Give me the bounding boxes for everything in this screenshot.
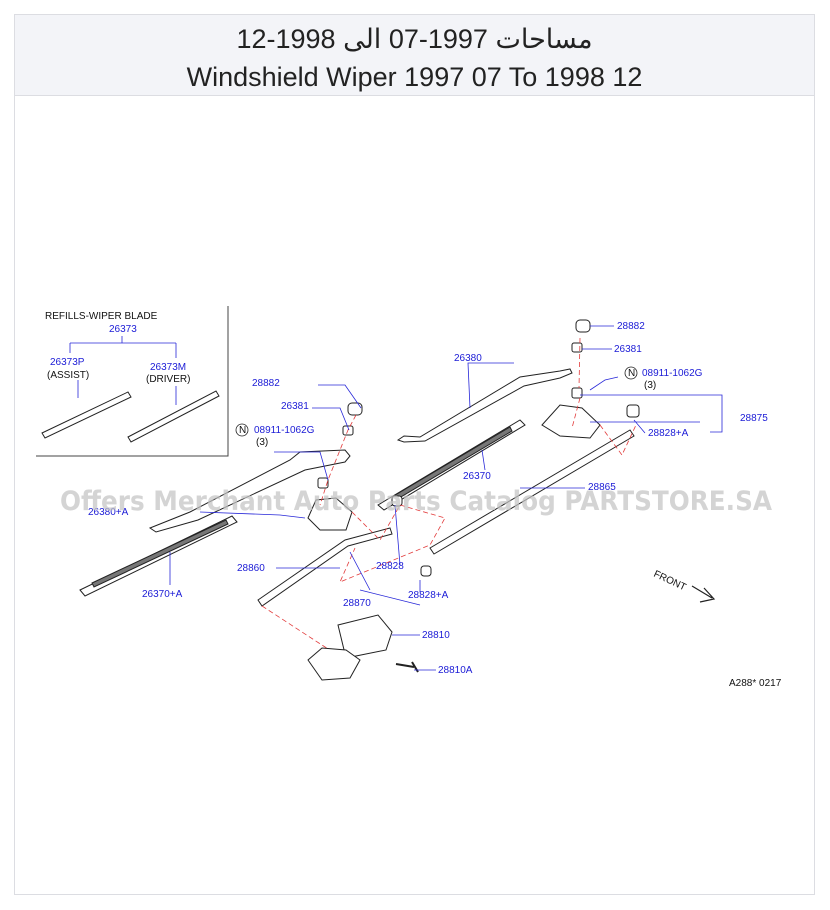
- motor-gearbox: [307, 647, 361, 681]
- label-08911-left: 08911-1062G: [254, 425, 315, 436]
- label-28860: 28860: [237, 563, 265, 574]
- phantom-line-right-stack: [571, 337, 581, 429]
- page-frame: [14, 14, 815, 895]
- wiper-arm-26380: [396, 368, 573, 443]
- wiper-blade-26370A-rubber: [91, 519, 229, 588]
- phantom-line-right-link: [599, 424, 637, 456]
- front-arrow-icon: [691, 585, 716, 603]
- joint-28828: [391, 495, 403, 507]
- front-label: FRONT: [652, 569, 688, 594]
- header-bar: مساحات 1997-07 الى 1998-12 Windshield Wi…: [15, 15, 814, 96]
- bolt-08911-right: [571, 387, 583, 399]
- page-title-english: Windshield Wiper 1997 07 To 1998 12: [186, 62, 643, 92]
- front-indicator: FRONT: [652, 569, 716, 603]
- n-symbol-left: [235, 423, 249, 437]
- label-08911-right: 08911-1062G: [642, 368, 703, 379]
- pivot-cap-28828A-right: [626, 404, 640, 418]
- nut-26381-right: [571, 342, 583, 353]
- label-26370A: 26370+A: [142, 589, 183, 600]
- label-28870: 28870: [343, 598, 371, 609]
- figure-code: A288* 0217: [729, 678, 782, 689]
- joint-28828A-bottom: [420, 565, 432, 577]
- refill-assist-strip: [41, 391, 132, 439]
- motor-assembly: [261, 605, 419, 681]
- bolt-28810A: [395, 661, 419, 673]
- label-28875: 28875: [740, 413, 768, 424]
- page-title-arabic: مساحات 1997-07 الى 1998-12: [236, 24, 593, 54]
- label-26370: 26370: [463, 471, 491, 482]
- inset-part-main: 26373: [109, 324, 137, 335]
- leader-lines: [169, 325, 723, 671]
- bolt-08911-left: [317, 477, 329, 489]
- right-arm-assembly: [377, 319, 640, 577]
- watermark-text: Offers Merchant Auto Parts Catalog PARTS…: [60, 486, 772, 517]
- inset-leader: [69, 336, 177, 358]
- n-symbol-right-letter: N: [628, 368, 635, 379]
- label-28810: 28810: [422, 630, 450, 641]
- label-28828: 28828: [376, 561, 404, 572]
- cap-28882-left: [347, 402, 363, 416]
- cap-28882-right: [575, 319, 591, 333]
- n-symbol-left-letter: N: [239, 425, 246, 436]
- inset-heading: REFILLS-WIPER BLADE: [45, 311, 158, 322]
- label-28865: 28865: [588, 482, 616, 493]
- label-26381-right: 26381: [614, 344, 642, 355]
- label-leaders: [169, 325, 723, 671]
- phantom-line-left-stack: [319, 414, 357, 506]
- label-28882-right: 28882: [617, 321, 645, 332]
- wiper-arm-26380A: [148, 449, 351, 533]
- inset-border: [36, 306, 229, 457]
- label-28828A-right: 28828+A: [648, 428, 689, 439]
- left-arm-assembly: [79, 402, 446, 607]
- refill-driver-strip: [127, 390, 220, 443]
- inset-part-left-note: (ASSIST): [47, 370, 89, 381]
- label-28828A-bottom: 28828+A: [408, 590, 449, 601]
- inset-part-left: 26373P: [50, 357, 85, 368]
- inset-part-right-note: (DRIVER): [146, 374, 190, 385]
- part-labels: 28882 26381 26380 N 08911-1062G (3) 2887…: [88, 321, 768, 676]
- label-28882-left: 28882: [252, 378, 280, 389]
- label-26380: 26380: [454, 353, 482, 364]
- inset-refill-leaders: [77, 380, 177, 405]
- label-08911-left-qty: (3): [256, 437, 268, 448]
- label-26380A: 26380+A: [88, 507, 129, 518]
- inset-part-right: 26373M: [150, 362, 186, 373]
- pivot-bracket-right: [541, 404, 601, 439]
- refills-inset: REFILLS-WIPER BLADE 26373 26373P (ASSIST…: [36, 306, 229, 457]
- label-08911-right-qty: (3): [644, 380, 656, 391]
- n-symbol-right: [624, 366, 638, 380]
- label-26381-left: 26381: [281, 401, 309, 412]
- link-rod-28860: [257, 527, 393, 607]
- link-rod-28865: [429, 429, 635, 555]
- label-28810A: 28810A: [438, 665, 473, 676]
